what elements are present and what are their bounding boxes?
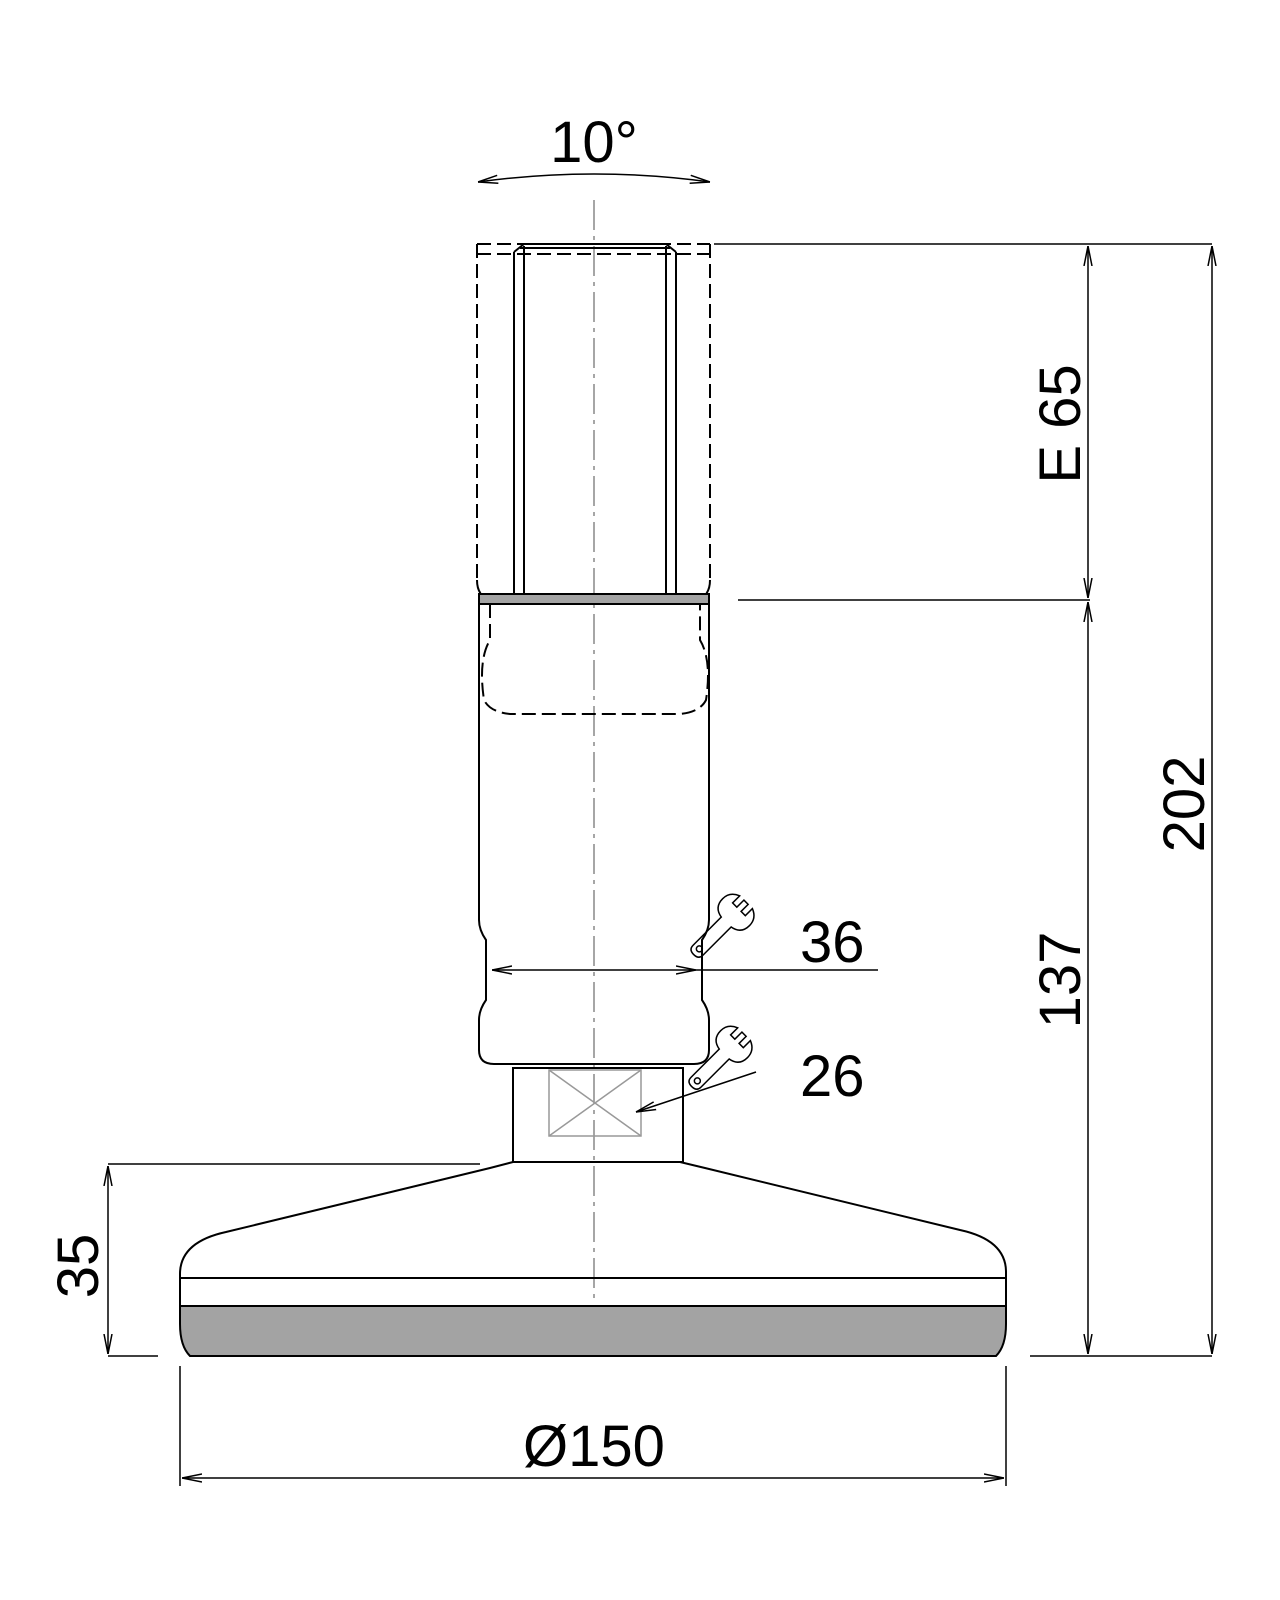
base-height-label: 35 (46, 1234, 111, 1299)
wrench-26-leader (636, 1071, 757, 1112)
tilt-angle-arc (478, 173, 710, 182)
base-foot (179, 1161, 1007, 1307)
total-height-label: 202 (1152, 756, 1217, 853)
thread-length-label: E 65 (1028, 364, 1093, 483)
wrench-icon (690, 893, 755, 958)
lower-nut (512, 1067, 684, 1163)
nut-band (478, 593, 710, 605)
tilt-angle-label: 10° (550, 110, 638, 175)
threaded-stud (513, 243, 677, 598)
min-height-label: 137 (1028, 932, 1093, 1029)
wrench-36-label: 36 (800, 910, 865, 975)
wrench-26-label: 26 (800, 1044, 865, 1109)
rubber-pad (179, 1305, 1007, 1357)
base-diameter-label: Ø150 (523, 1414, 665, 1479)
wrench-icon (688, 1025, 753, 1090)
